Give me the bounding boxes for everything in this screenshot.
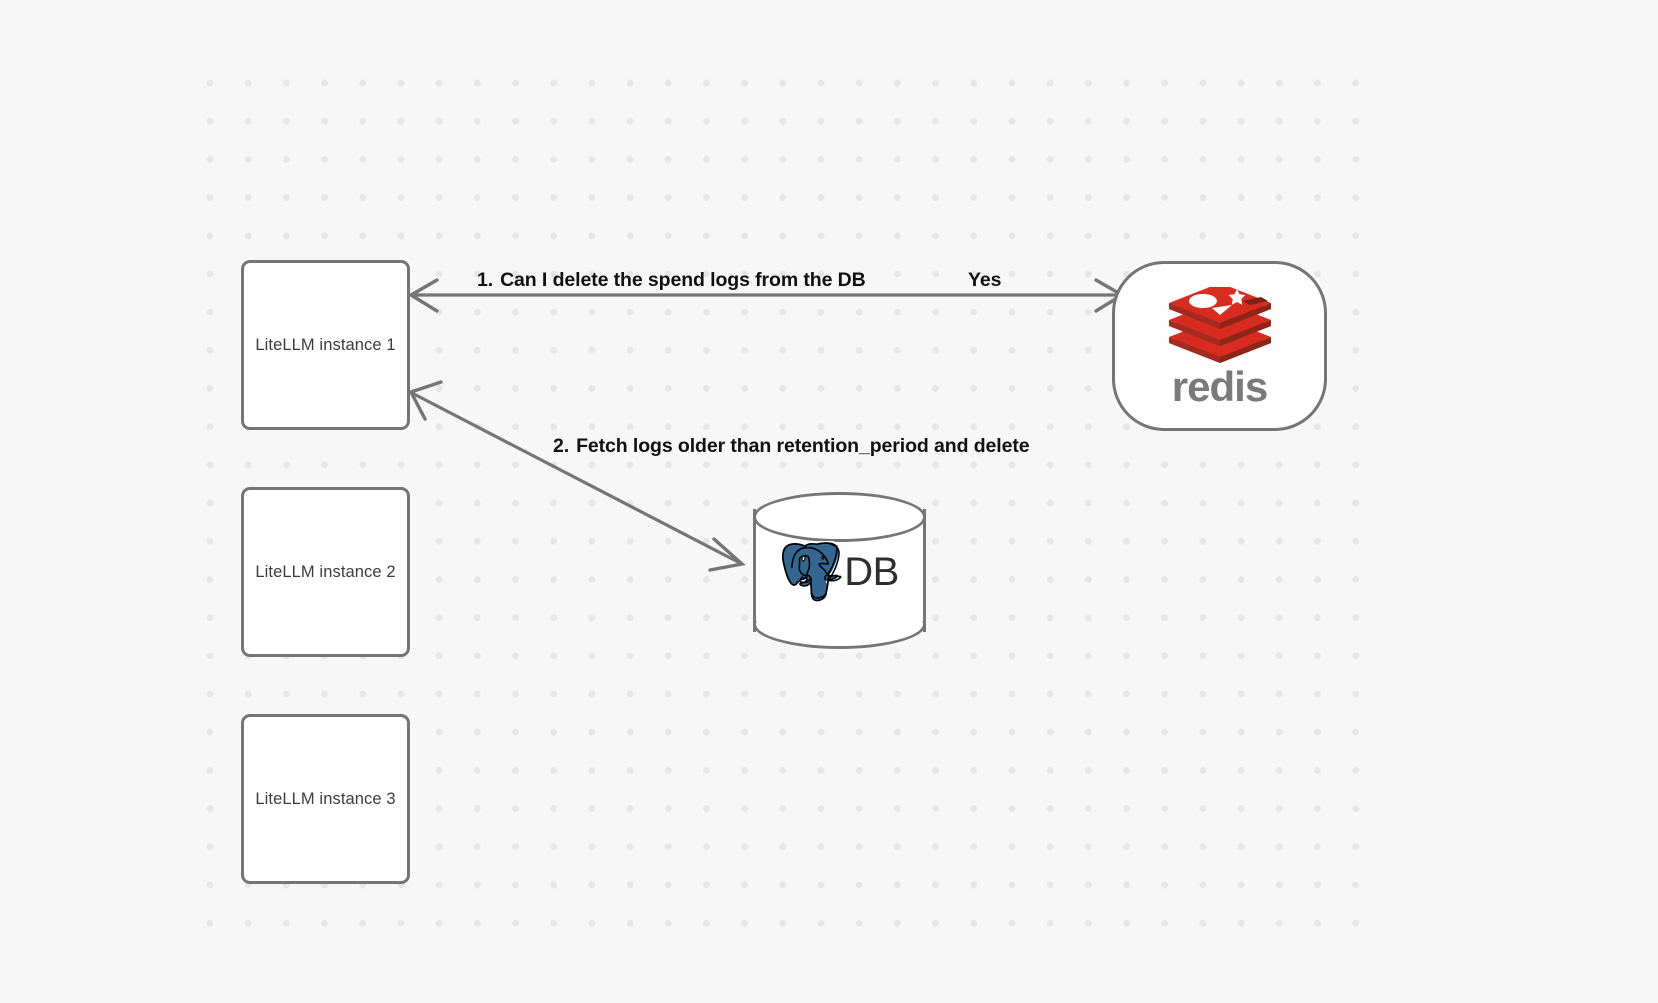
db-cylinder-top (753, 492, 926, 542)
edge-2-label-text: Fetch logs older than retention_period a… (576, 435, 1030, 457)
node-litellm-instance-2[interactable]: LiteLLM instance 2 (241, 487, 410, 657)
redis-stack-icon (1168, 286, 1271, 363)
node-litellm-instance-2-label: LiteLLM instance 2 (255, 562, 396, 581)
edge-1-arrowhead-left (407, 278, 439, 313)
edge-1-answer-label: Yes (968, 269, 1002, 291)
edge-2-arrowhead-left (408, 380, 443, 421)
db-content: DB (753, 536, 926, 608)
redis-wordmark: redis (1171, 362, 1268, 410)
postgresql-elephant-icon (780, 541, 843, 603)
edge-2-label: 2. Fetch logs older than retention_period… (553, 435, 1030, 458)
redis-logo: redis (1165, 286, 1275, 410)
edge-1-label-text: Can I delete the spend logs from the DB (500, 269, 866, 291)
node-litellm-instance-1-label: LiteLLM instance 1 (255, 335, 396, 354)
edge-2-step-number: 2. (553, 435, 570, 457)
node-postgres-db[interactable]: DB (753, 492, 926, 649)
edge-2-arrowhead-right (708, 537, 746, 572)
edge-1-label: 1. Can I delete the spend logs from the D… (477, 269, 866, 292)
edge-2-line (411, 391, 741, 565)
node-litellm-instance-1[interactable]: LiteLLM instance 1 (241, 260, 410, 430)
edge-litellm1-db[interactable] (408, 380, 746, 572)
edge-1-step-number: 1. (477, 269, 494, 291)
node-litellm-instance-3[interactable]: LiteLLM instance 3 (241, 714, 410, 884)
node-litellm-instance-3-label: LiteLLM instance 3 (255, 789, 396, 808)
node-redis[interactable]: redis (1112, 261, 1327, 431)
db-label: DB (844, 550, 899, 594)
